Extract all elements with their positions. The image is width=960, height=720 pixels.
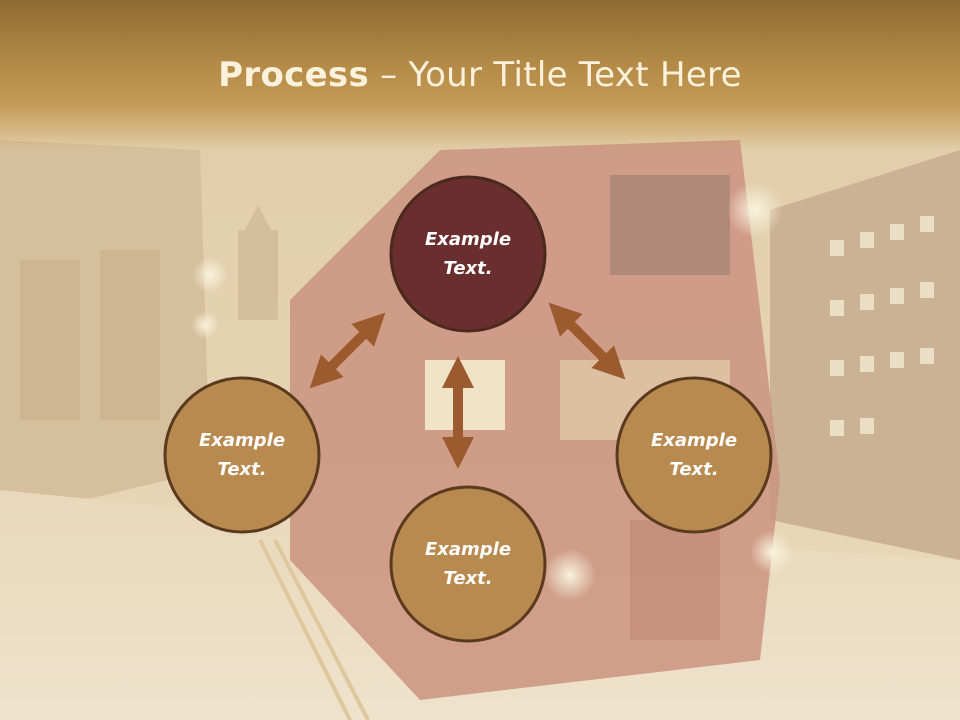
arrow-top-left bbox=[309, 312, 386, 389]
node-top-line2: Text. bbox=[443, 258, 493, 279]
arrow-top-right bbox=[548, 302, 626, 380]
node-bottom-text: Example Text. bbox=[393, 535, 543, 593]
title-rest: Your Title Text Here bbox=[408, 55, 742, 95]
node-right-line1: Example bbox=[650, 430, 738, 451]
node-left-line2: Text. bbox=[217, 459, 267, 480]
node-top-circle bbox=[389, 175, 547, 333]
node-bottom-circle bbox=[389, 485, 547, 643]
node-right-text: Example Text. bbox=[619, 426, 769, 484]
title-bar bbox=[0, 0, 960, 150]
node-left-text: Example Text. bbox=[167, 426, 317, 484]
node-left-circle bbox=[163, 376, 321, 534]
node-top-text: Example Text. bbox=[393, 225, 543, 283]
title-bold: Process bbox=[218, 55, 370, 95]
title-dash: – bbox=[369, 55, 409, 95]
node-right-circle bbox=[615, 376, 773, 534]
node-top-line1: Example bbox=[424, 229, 512, 250]
node-left-line1: Example bbox=[198, 430, 286, 451]
slide-title: Process – Your Title Text Here bbox=[0, 50, 960, 100]
node-right-line2: Text. bbox=[669, 459, 719, 480]
node-bottom-line1: Example bbox=[424, 539, 512, 560]
node-bottom-line2: Text. bbox=[443, 568, 493, 589]
